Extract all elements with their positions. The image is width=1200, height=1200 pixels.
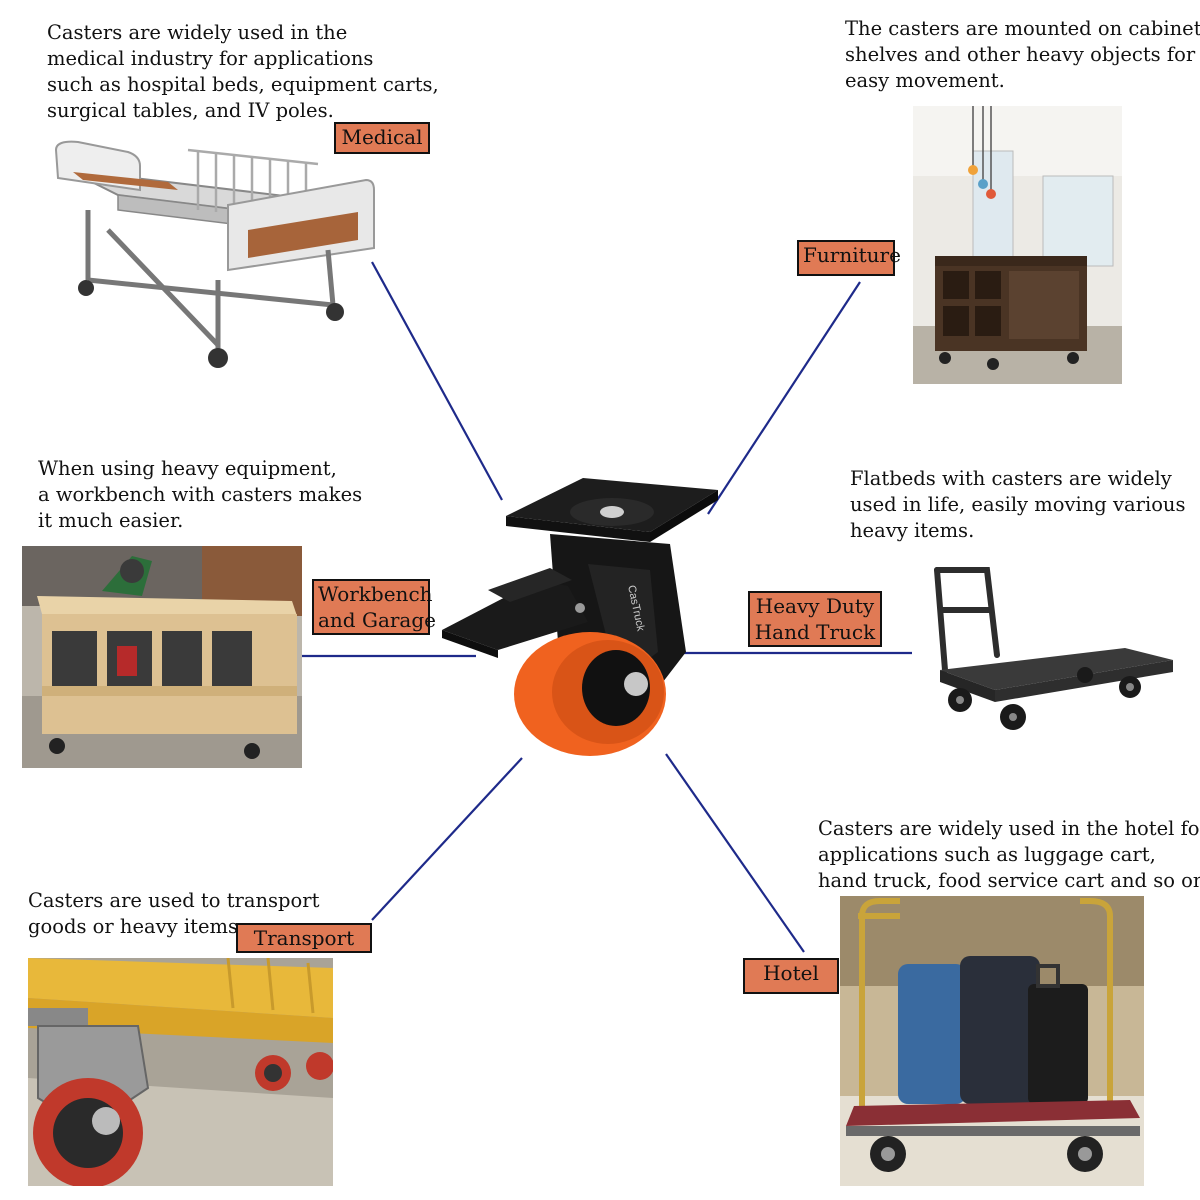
kitchen-island-icon — [913, 106, 1122, 384]
center-caster-photo: CasTruck — [438, 472, 720, 758]
connector-hotel — [665, 753, 805, 953]
transport-description: Casters are used to transport goods or h… — [28, 889, 320, 938]
hand-truck-icon — [934, 567, 1173, 730]
workbench-description: When using heavy equipment, a workbench … — [38, 457, 363, 532]
connector-transport — [371, 757, 523, 921]
hospital-bed-icon — [54, 140, 375, 368]
hand-truck-tag: Heavy Duty Hand Truck — [748, 591, 882, 647]
furniture-tag: Furniture — [797, 240, 901, 276]
hotel-description: Casters are widely used in the hotel for… — [818, 817, 1200, 892]
workbench-tag: Workbench and Garage — [312, 579, 436, 635]
medical-tag: Medical — [334, 122, 430, 154]
connector-medical — [371, 261, 503, 501]
medical-photo — [48, 130, 378, 380]
hotel-tag: Hotel — [743, 958, 839, 994]
hand-truck-description: Flatbeds with casters are widely used in… — [850, 467, 1186, 542]
workbench-icon — [22, 546, 302, 768]
hotel-photo — [840, 896, 1144, 1186]
furniture-description: The casters are mounted on cabinets, she… — [845, 17, 1200, 92]
workbench-photo — [22, 546, 302, 768]
furniture-photo — [913, 106, 1122, 384]
medical-description: Casters are widely used in the medical i… — [47, 21, 439, 122]
hand-truck-photo — [925, 560, 1175, 735]
transport-tag: Transport — [236, 923, 372, 953]
caster-wheel-icon — [28, 958, 333, 1186]
luggage-cart-icon — [840, 896, 1144, 1186]
swivel-caster-icon: CasTruck — [442, 478, 718, 756]
transport-photo — [28, 958, 333, 1186]
connector-furniture — [707, 281, 861, 515]
